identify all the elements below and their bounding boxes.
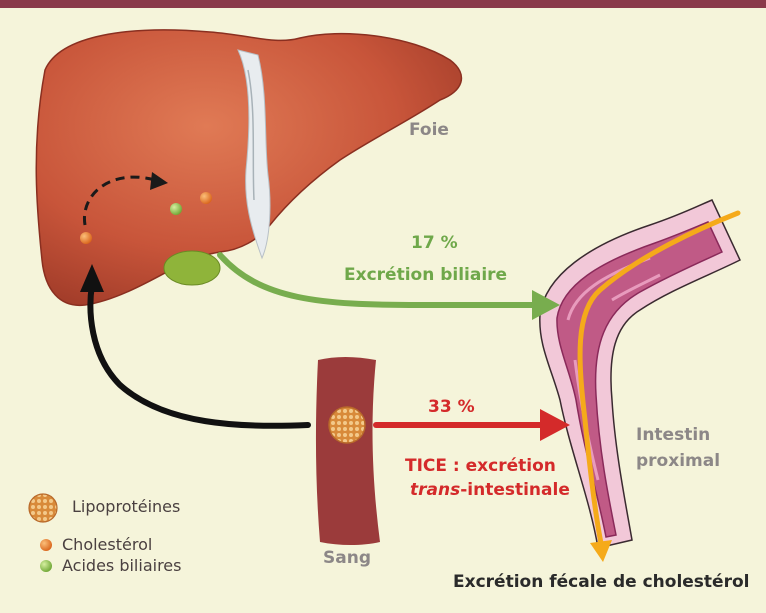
liver-illustration [36, 30, 461, 305]
cholesterol-dot [200, 192, 212, 204]
biliary-excretion-label: Excrétion biliaire [344, 265, 507, 285]
legend-lipoproteins: Lipoprotéines [72, 497, 180, 516]
lipoprotein-icon [29, 494, 57, 522]
blood-vessel [316, 357, 380, 545]
bile-acid-dot-icon [40, 560, 52, 572]
tice-label-line2: trans-intestinale [410, 480, 570, 500]
intestine-label-line2: proximal [636, 451, 720, 471]
legend-bile-acids: Acides biliaires [62, 556, 181, 575]
trans-italic: trans [410, 480, 460, 500]
intestine-illustration [540, 200, 740, 562]
cholesterol-dot [80, 232, 92, 244]
return-arrow [90, 285, 308, 426]
tice-label-line1: TICE : excrétion [405, 456, 556, 476]
top-bar [0, 0, 766, 8]
legend-cholesterol: Cholestérol [62, 535, 152, 554]
tice-label-rest: -intestinale [460, 480, 570, 500]
blood-label: Sang [323, 548, 371, 568]
intestine-label-line1: Intestin [636, 425, 710, 445]
lipoprotein-particle [329, 407, 365, 443]
fecal-excretion-label: Excrétion fécale de cholestérol [453, 572, 749, 592]
cholesterol-dot-icon [40, 539, 52, 551]
tice-percent: 33 % [428, 397, 475, 417]
gallbladder [164, 251, 220, 285]
liver-label: Foie [409, 120, 449, 140]
bile-acid-dot [170, 203, 182, 215]
biliary-percent: 17 % [411, 233, 458, 253]
